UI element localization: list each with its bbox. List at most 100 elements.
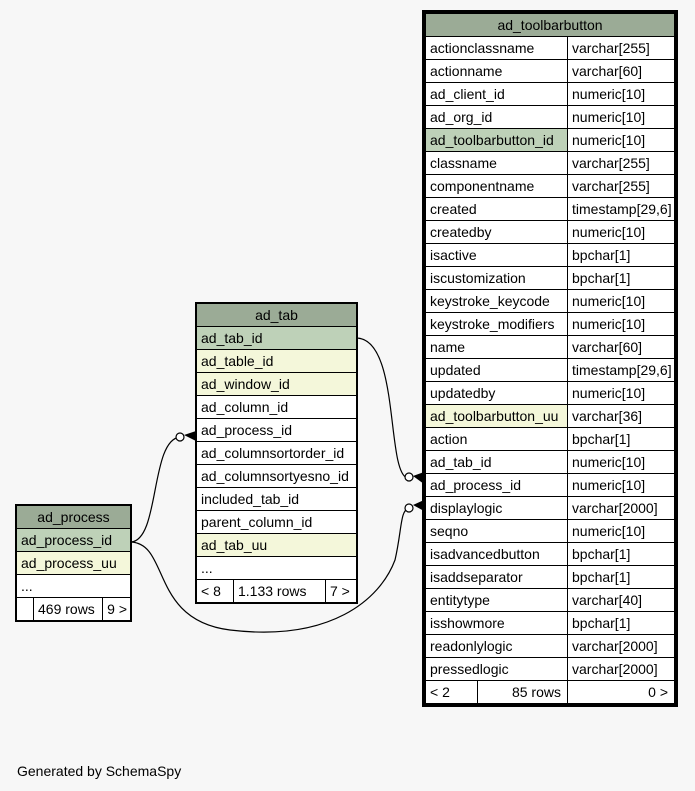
column-ad-column-id[interactable]: ad_column_id	[196, 395, 357, 419]
column-name[interactable]: updated	[425, 358, 568, 382]
column-ad-process-id[interactable]: ad_process_id	[196, 418, 357, 442]
column-type: numeric[10]	[567, 312, 675, 336]
column-name[interactable]: displaylogic	[425, 496, 568, 520]
table-title[interactable]: ad_toolbarbutton	[425, 13, 675, 37]
column-type: varchar[2000]	[567, 657, 675, 681]
column-name[interactable]: isadvancedbutton	[425, 542, 568, 566]
table-title[interactable]: ad_process	[16, 505, 131, 529]
column-name[interactable]: ad_client_id	[425, 82, 568, 106]
column-ad-columnsortyesno-id[interactable]: ad_columnsortyesno_id	[196, 464, 357, 488]
footer-text: Generated by SchemaSpy	[17, 763, 182, 779]
column-type: bpchar[1]	[567, 243, 675, 267]
column-name[interactable]: name	[425, 335, 568, 359]
column-name[interactable]: seqno	[425, 519, 568, 543]
column-name[interactable]: classname	[425, 151, 568, 175]
table-title[interactable]: ad_tab	[196, 303, 357, 327]
column-ellipsis: ...	[196, 556, 357, 580]
row-count: 1.133 rows	[233, 579, 326, 603]
children-link[interactable]: 9 >	[102, 597, 131, 621]
column-ad-process-uu[interactable]: ad_process_uu	[16, 551, 131, 575]
link-ad-tab-id	[355, 337, 408, 479]
column-ad-tab-uu[interactable]: ad_tab_uu	[196, 533, 357, 557]
link-tab-process	[130, 436, 181, 543]
column-ad-process-id[interactable]: ad_process_id	[16, 528, 131, 552]
parents-link[interactable]: < 8	[196, 579, 234, 603]
column-name[interactable]: readonlylogic	[425, 634, 568, 658]
table-ad-process[interactable]: ad_process ad_process_id ad_process_uu .…	[15, 504, 132, 622]
column-name[interactable]: isactive	[425, 243, 568, 267]
column-type: bpchar[1]	[567, 611, 675, 635]
column-name[interactable]: isshowmore	[425, 611, 568, 635]
column-name[interactable]: isaddseparator	[425, 565, 568, 589]
column-ad-columnsortorder-id[interactable]: ad_columnsortorder_id	[196, 441, 357, 465]
column-type: numeric[10]	[567, 289, 675, 313]
column-name[interactable]: entitytype	[425, 588, 568, 612]
children-link[interactable]: 7 >	[325, 579, 357, 603]
crowfoot-tab-process	[184, 431, 196, 441]
column-type: timestamp[29,6]	[567, 197, 675, 221]
optional-marker-toolbar-process	[404, 503, 414, 513]
column-type: timestamp[29,6]	[567, 358, 675, 382]
row-count: 85 rows	[477, 680, 568, 704]
column-name[interactable]: ad_process_id	[425, 473, 568, 497]
column-name[interactable]: updatedby	[425, 381, 568, 405]
column-included-tab-id[interactable]: included_tab_id	[196, 487, 357, 511]
column-type: varchar[255]	[567, 174, 675, 198]
column-name[interactable]: created	[425, 197, 568, 221]
column-name[interactable]: iscustomization	[425, 266, 568, 290]
column-parent-column-id[interactable]: parent_column_id	[196, 510, 357, 534]
column-ad-table-id[interactable]: ad_table_id	[196, 349, 357, 373]
column-name[interactable]: ad_toolbarbutton_uu	[425, 404, 568, 428]
crowfoot-toolbar-process	[413, 500, 424, 511]
column-name[interactable]: componentname	[425, 174, 568, 198]
column-name[interactable]: ad_toolbarbutton_id	[425, 128, 568, 152]
column-name[interactable]: ad_tab_id	[425, 450, 568, 474]
column-name[interactable]: keystroke_modifiers	[425, 312, 568, 336]
column-name[interactable]: actionclassname	[425, 36, 568, 60]
column-type: numeric[10]	[567, 105, 675, 129]
column-name[interactable]: actionname	[425, 59, 568, 83]
column-ad-window-id[interactable]: ad_window_id	[196, 372, 357, 396]
parents-link[interactable]: < 2	[424, 680, 479, 704]
column-name[interactable]: ad_org_id	[425, 105, 568, 129]
column-name[interactable]: action	[425, 427, 568, 451]
column-type: numeric[10]	[567, 519, 675, 543]
column-name[interactable]: pressedlogic	[425, 657, 568, 681]
column-ad-tab-id[interactable]: ad_tab_id	[196, 326, 357, 350]
column-type: varchar[60]	[567, 59, 675, 83]
children-link[interactable]: 0 >	[567, 680, 675, 704]
column-name[interactable]: createdby	[425, 220, 568, 244]
table-ad-tab[interactable]: ad_tab ad_tab_id ad_table_id ad_window_i…	[195, 302, 358, 604]
column-name[interactable]: keystroke_keycode	[425, 289, 568, 313]
